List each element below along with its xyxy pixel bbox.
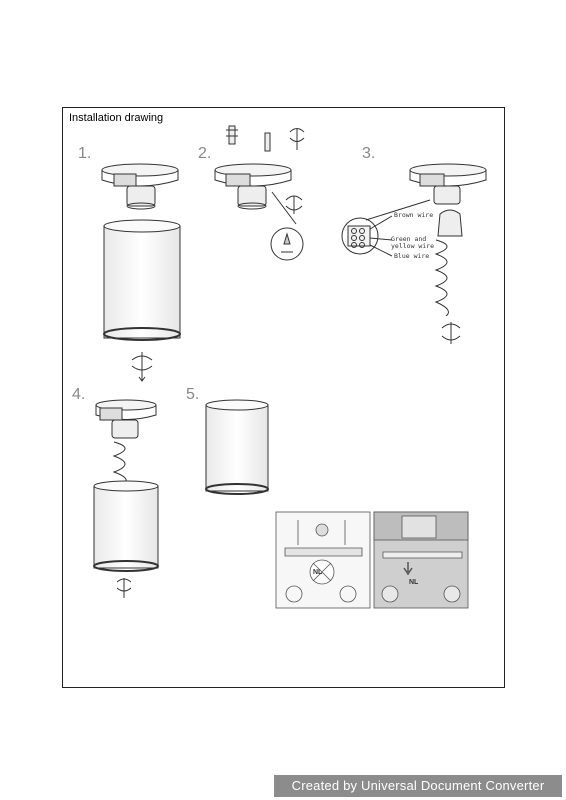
drawing-frame xyxy=(62,107,505,688)
step-3-illustration xyxy=(341,163,487,344)
step-4-number: 4. xyxy=(72,386,86,403)
step-2-illustration xyxy=(214,125,305,261)
brown-wire-label: Brown wire xyxy=(394,211,434,219)
nl-badge-right: NL xyxy=(409,579,419,586)
step-5-number: 5. xyxy=(186,386,200,403)
step-1-number: 1. xyxy=(78,145,92,162)
mounting-panel-left xyxy=(275,511,371,609)
converter-watermark: Created by Universal Document Converter xyxy=(274,775,562,797)
page-heading: Installation drawing xyxy=(69,112,164,124)
step-5-illustration xyxy=(205,399,269,495)
green-yellow-wire-label-line1: Green and xyxy=(391,235,427,243)
nl-badge-left: NL xyxy=(313,569,323,576)
green-yellow-wire-label-line2: yellow wire xyxy=(391,242,435,250)
step-2-number: 2. xyxy=(198,145,212,162)
step-4-illustration xyxy=(93,399,159,598)
step-3-number: 3. xyxy=(362,145,376,162)
blue-wire-label: Blue wire xyxy=(394,252,430,260)
step-1-illustration xyxy=(101,163,181,382)
mounting-panel-right xyxy=(373,511,469,609)
